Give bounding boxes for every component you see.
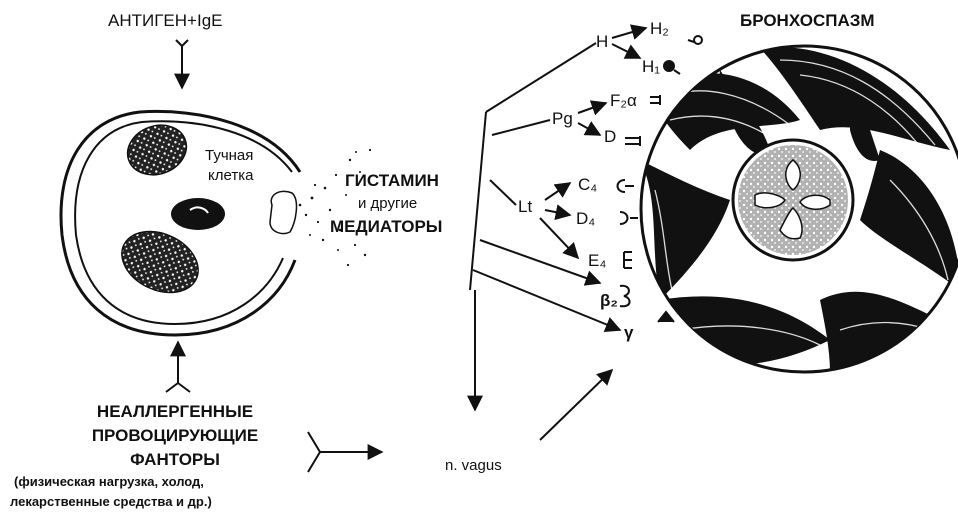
mast-cell-label-line2: клетка: [208, 168, 253, 183]
factors-detail-line2: лекарственные средства и др.): [10, 495, 212, 508]
beta2-label: β₂: [600, 292, 618, 309]
granule-nucleus-top: [121, 117, 194, 183]
degranulation-cloud: [270, 149, 371, 266]
beta2-receptor-icon: [620, 286, 630, 307]
antigen-receptor-icon: [176, 40, 188, 88]
nonallergic-label-line3: ФАНТОРЫ: [70, 451, 280, 468]
gamma-receptor-icon: [658, 312, 674, 322]
histamine-label: ГИСТАМИН: [345, 172, 439, 189]
c4-label: C₄: [578, 176, 597, 193]
h2-label: H₂: [650, 20, 669, 37]
and-other-label: и другие: [358, 196, 417, 211]
h1-receptor-icon: [664, 61, 680, 74]
bronchus-cross-section: [640, 46, 958, 372]
f2a-receptor-icon: [650, 95, 660, 105]
gamma-label: γ: [624, 324, 633, 341]
factor-to-vagus-arrow: [308, 432, 382, 472]
e4-receptor-icon: [624, 252, 632, 268]
pg-label: Pg: [552, 110, 573, 127]
n-vagus-label: n. vagus: [445, 458, 502, 473]
mast-cell-label-line1: Тучная: [205, 148, 253, 163]
cell-nucleus: [171, 198, 225, 230]
mediators-label: МЕДИАТОРЫ: [330, 218, 442, 235]
h2-receptor-icon: [688, 36, 702, 44]
antigen-label: АНТИГЕН+IgE: [108, 12, 222, 29]
nonallergic-label-line2: ПРОВОЦИРУЮЩИЕ: [70, 427, 280, 444]
nonallergic-label-line1: НЕАЛЛЕРГЕННЫЕ: [70, 403, 280, 420]
e4-label: E₄: [588, 252, 606, 269]
factors-detail-line1: (физическая нагрузка, холод,: [14, 475, 204, 488]
granule-nucleus-bottom: [112, 220, 208, 305]
d-label: D: [604, 128, 616, 145]
h1-label: H₁: [642, 58, 660, 75]
nonallergic-receptor-icon: [166, 342, 190, 392]
d4-label: D₄: [576, 210, 595, 227]
bronchospasm-label: БРОНХОСПАЗМ: [740, 12, 875, 29]
mediator-pathway-network: [470, 28, 646, 440]
lt-label: Lt: [518, 198, 532, 215]
h-label: H: [596, 33, 608, 50]
f2a-label: F₂α: [610, 92, 637, 109]
bronchus-lumen: [733, 140, 853, 260]
mast-cell: [61, 111, 371, 335]
d4-receptor-icon: [620, 212, 638, 224]
d-receptor-icon: [625, 136, 640, 146]
c4-receptor-icon: [618, 180, 635, 192]
